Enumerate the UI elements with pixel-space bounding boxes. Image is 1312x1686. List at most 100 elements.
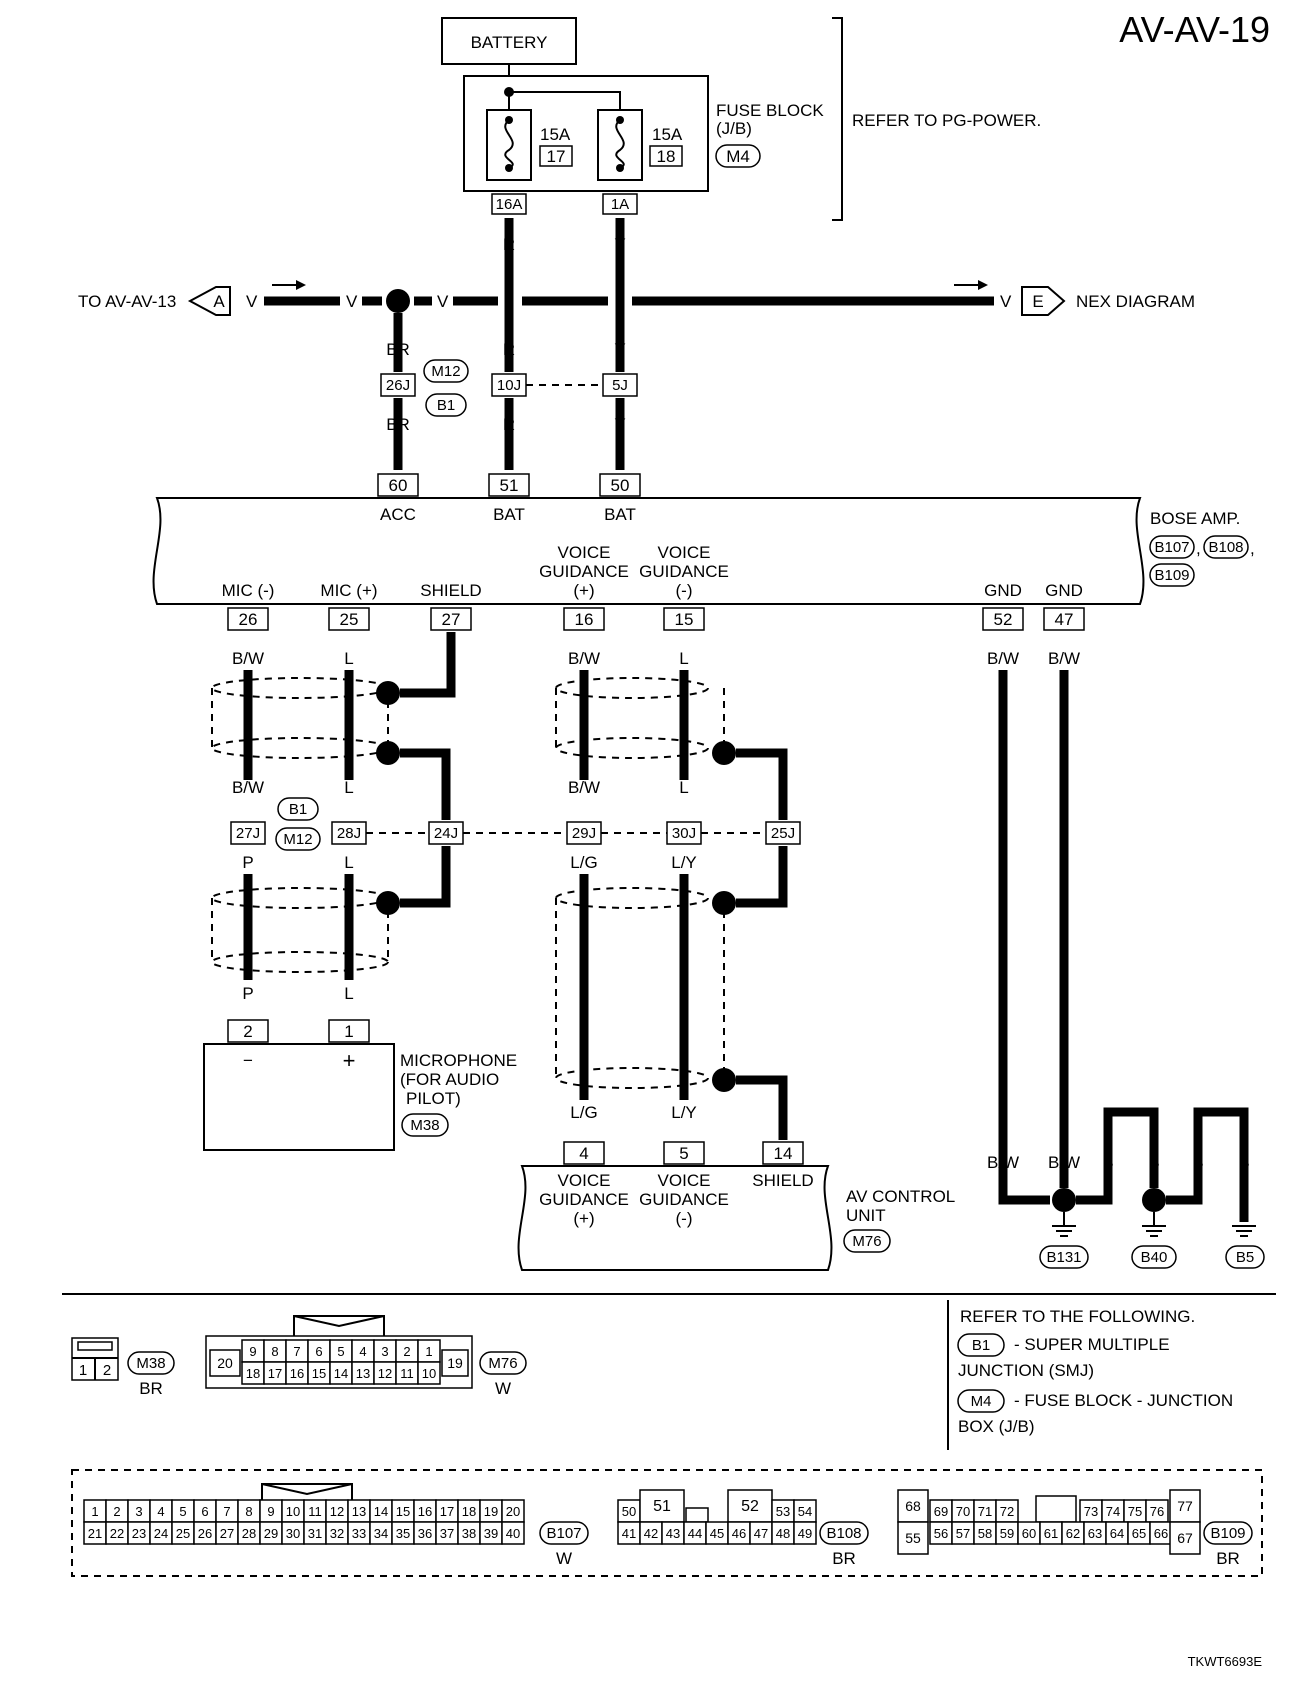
m76-id: M76	[488, 1355, 517, 1372]
m76-pin-15: 15	[312, 1366, 326, 1381]
b107-pin-11: 11	[308, 1504, 322, 1519]
m76-pin-4: 4	[359, 1344, 366, 1359]
av-pin-4-box	[563, 1141, 605, 1165]
m76-pin-19-cell	[441, 1349, 469, 1377]
b109-pin-77: 77	[1177, 1498, 1193, 1514]
fuse-17-num: 17	[547, 147, 566, 166]
b107-pin-1: 1	[91, 1504, 98, 1519]
j1-conn-b-oval	[425, 393, 467, 417]
b108-pin-49: 49	[798, 1526, 812, 1541]
bose-label-vg-minus-1: VOICE	[658, 543, 711, 562]
m38-id: M38	[136, 1355, 165, 1372]
gnd-splice-1	[1052, 1188, 1076, 1212]
b108-pin-51: 51	[653, 1498, 671, 1515]
av-label-vg-plus-3: (+)	[573, 1209, 594, 1228]
av-pin-5-box	[663, 1141, 705, 1165]
m76-pin-1: 1	[425, 1344, 432, 1359]
bose-pin-52: 52	[994, 610, 1013, 629]
b109-pin-68-cell	[897, 1489, 929, 1523]
bose-pin-60-box	[377, 473, 419, 497]
fuse-17-num-box	[539, 145, 573, 167]
b107-pin-40-cell	[501, 1521, 525, 1545]
mic-label-2: (FOR AUDIO	[400, 1070, 499, 1089]
b107-pin-25: 25	[176, 1526, 190, 1541]
shield-4-top	[555, 887, 709, 909]
m76-pin-16: 16	[290, 1366, 304, 1381]
av-pin-4: 4	[579, 1144, 588, 1163]
color-lg-1: L/G	[570, 853, 597, 872]
legend-m4-text2: BOX (J/B)	[958, 1417, 1035, 1436]
color-r-3: R	[503, 415, 515, 434]
refer-bracket	[832, 17, 843, 221]
color-p-1: P	[242, 853, 253, 872]
b109-pin-68: 68	[905, 1498, 921, 1514]
mic-label-1: MICROPHONE	[400, 1051, 517, 1070]
color-br-2: BR	[386, 415, 410, 434]
b107-pin-23: 23	[132, 1526, 146, 1541]
b107-pin-38: 38	[462, 1526, 476, 1541]
b109-pin-72: 72	[1000, 1504, 1014, 1519]
b109-key-cell	[1035, 1495, 1077, 1523]
legend-b1: B1	[972, 1337, 990, 1354]
b107-pin-2: 2	[113, 1504, 120, 1519]
b107-pin-10: 10	[286, 1504, 300, 1519]
bose-pin-15: 15	[675, 610, 694, 629]
shield-2-bot	[211, 951, 389, 973]
bose-label-vg-minus-3: (-)	[676, 581, 693, 600]
b107-pin-29: 29	[264, 1526, 278, 1541]
fuse-18-amp: 15A	[652, 125, 683, 144]
m76-pin-7: 7	[293, 1344, 300, 1359]
wire-gnd-b-1	[1076, 1107, 1159, 1205]
fuse-bus-dot	[504, 87, 514, 97]
bose-label-gnd-52: GND	[984, 581, 1022, 600]
b107-pin-39: 39	[484, 1526, 498, 1541]
bus-v-1: V	[246, 292, 258, 311]
mic-pin-1: 1	[344, 1022, 353, 1041]
b109-id-oval	[1203, 1521, 1253, 1545]
bose-conn-b109-oval	[1149, 563, 1195, 587]
shield-1-top	[211, 677, 389, 699]
b107-pin-18: 18	[462, 1504, 476, 1519]
j1-conn-a: M12	[431, 363, 460, 380]
b107-pin-14: 14	[374, 1504, 388, 1519]
b108-id-oval	[819, 1521, 869, 1545]
m76-pin-17: 17	[268, 1366, 282, 1381]
battery-box	[441, 17, 577, 65]
j2-term-28J: 28J	[337, 825, 361, 842]
b107-pin-4: 4	[157, 1504, 164, 1519]
bose-pin-60: 60	[389, 476, 408, 495]
color-bw-gnd-3: B/W	[987, 1153, 1019, 1172]
b109-color: BR	[1216, 1549, 1240, 1568]
b109-pin-71: 71	[978, 1504, 992, 1519]
b109-pin-60: 60	[1022, 1526, 1036, 1541]
b108-id: B108	[826, 1525, 861, 1542]
bose-amp-name: BOSE AMP.	[1150, 509, 1240, 528]
fuse-17-amp: 15A	[540, 125, 571, 144]
bose-pin-26-box	[227, 607, 269, 631]
mic-pin-1-box	[328, 1019, 370, 1043]
gnd-b5: B5	[1236, 1249, 1254, 1266]
color-bw-mic-1: B/W	[232, 649, 264, 668]
j2-term-30J: 30J	[672, 825, 696, 842]
color-l-mic-1: L	[344, 649, 353, 668]
legend-m4-text: - FUSE BLOCK - JUNCTION	[1014, 1391, 1233, 1410]
gnd-b5-oval	[1225, 1245, 1265, 1269]
m76-pin-18: 18	[246, 1366, 260, 1381]
shield-3-bot	[555, 737, 709, 759]
shield-3-top	[555, 677, 709, 699]
mic-minus-sign: −	[243, 1051, 253, 1070]
b109-pin-57: 57	[956, 1526, 970, 1541]
b107-pin-5: 5	[179, 1504, 186, 1519]
color-y-1: Y	[614, 235, 625, 254]
m38-color: BR	[139, 1379, 163, 1398]
refer-pg-power: REFER TO PG-POWER.	[852, 111, 1041, 130]
b107-pin-32: 32	[330, 1526, 344, 1541]
b109-pin-65: 65	[1132, 1526, 1146, 1541]
bose-label-shield: SHIELD	[420, 581, 481, 600]
gnd-splice-2	[1142, 1188, 1166, 1212]
m38-pin-2: 2	[103, 1362, 111, 1379]
shield-1-dot-b	[376, 741, 400, 765]
fuse-block-label: FUSE BLOCK	[716, 101, 824, 120]
color-b-4: B	[1238, 1153, 1249, 1172]
